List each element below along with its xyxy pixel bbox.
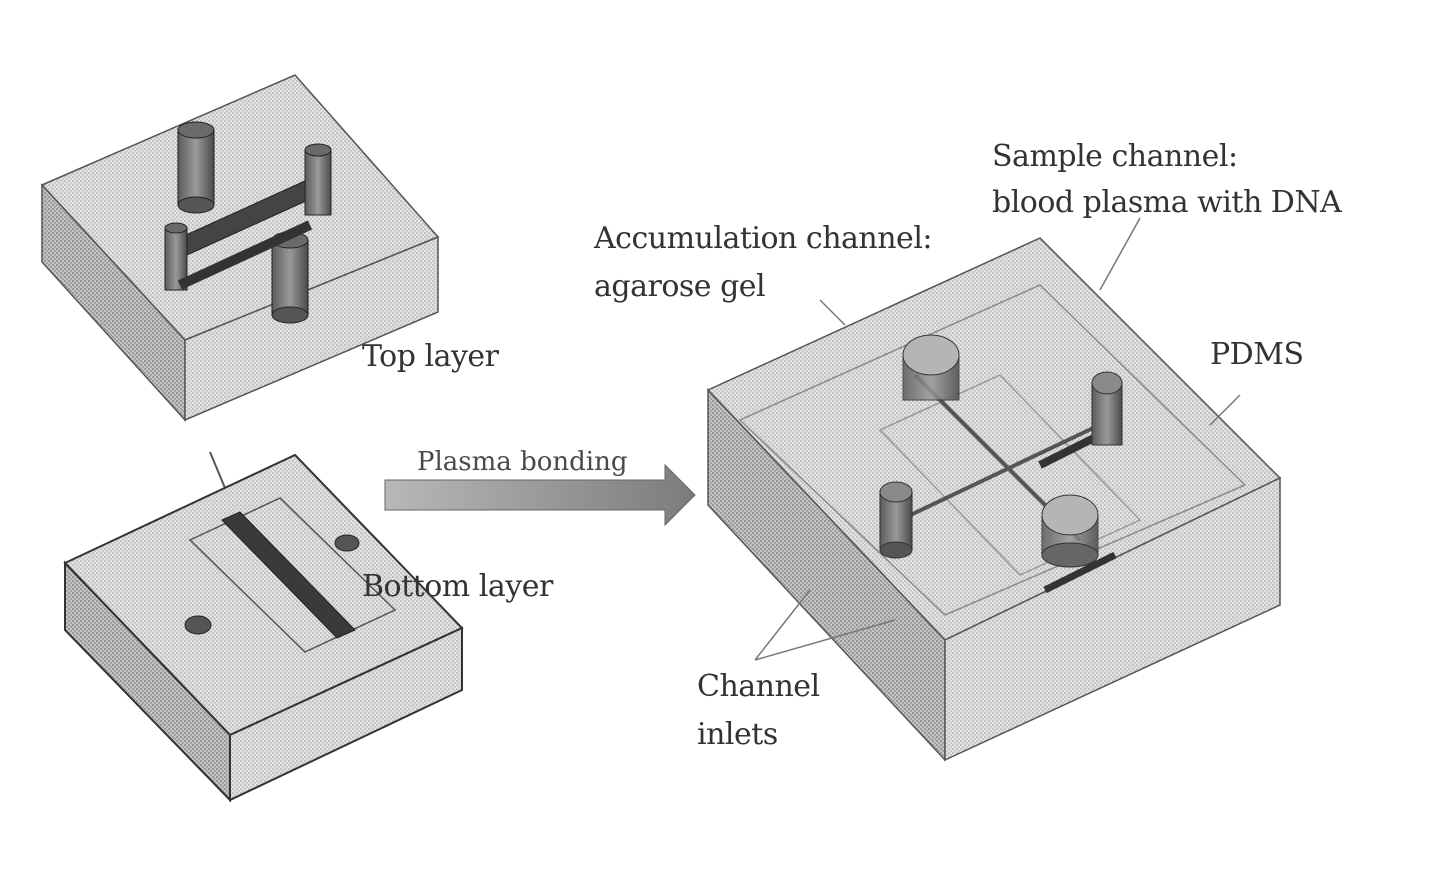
channel-inlets-label-line2: inlets bbox=[697, 718, 778, 752]
accumulation-channel-label-line1: Accumulation channel: bbox=[594, 222, 932, 256]
sample-channel-label-line1: Sample channel: bbox=[992, 140, 1238, 174]
top-layer-post-2 bbox=[305, 144, 331, 215]
sample-channel-label-line2: blood plasma with DNA bbox=[992, 186, 1341, 220]
bottom-layer-hole-2 bbox=[335, 535, 359, 551]
leader-inlet-1 bbox=[755, 590, 810, 660]
leader-pdms bbox=[1210, 395, 1240, 425]
leader-sample bbox=[1100, 218, 1140, 290]
top-layer-post-1 bbox=[178, 122, 214, 213]
channel-inlets-label-line1: Channel bbox=[697, 670, 820, 704]
plasma-bonding-label: Plasma bonding bbox=[417, 447, 627, 477]
pdms-post-3 bbox=[880, 482, 912, 558]
pdms-post-2 bbox=[1092, 372, 1122, 445]
pdms-post-1 bbox=[903, 335, 959, 400]
top-layer-label: Top layer bbox=[362, 340, 499, 374]
leader-accumulation bbox=[820, 300, 845, 325]
pdms-label: PDMS bbox=[1210, 338, 1304, 372]
accumulation-channel-label-line2: agarose gel bbox=[594, 270, 765, 304]
bottom-layer-hole-1 bbox=[185, 616, 211, 634]
top-layer-post-4 bbox=[272, 232, 308, 323]
layer-pointer bbox=[210, 452, 225, 488]
bottom-layer-label: Bottom layer bbox=[362, 570, 553, 604]
pdms-post-4 bbox=[1042, 495, 1098, 567]
